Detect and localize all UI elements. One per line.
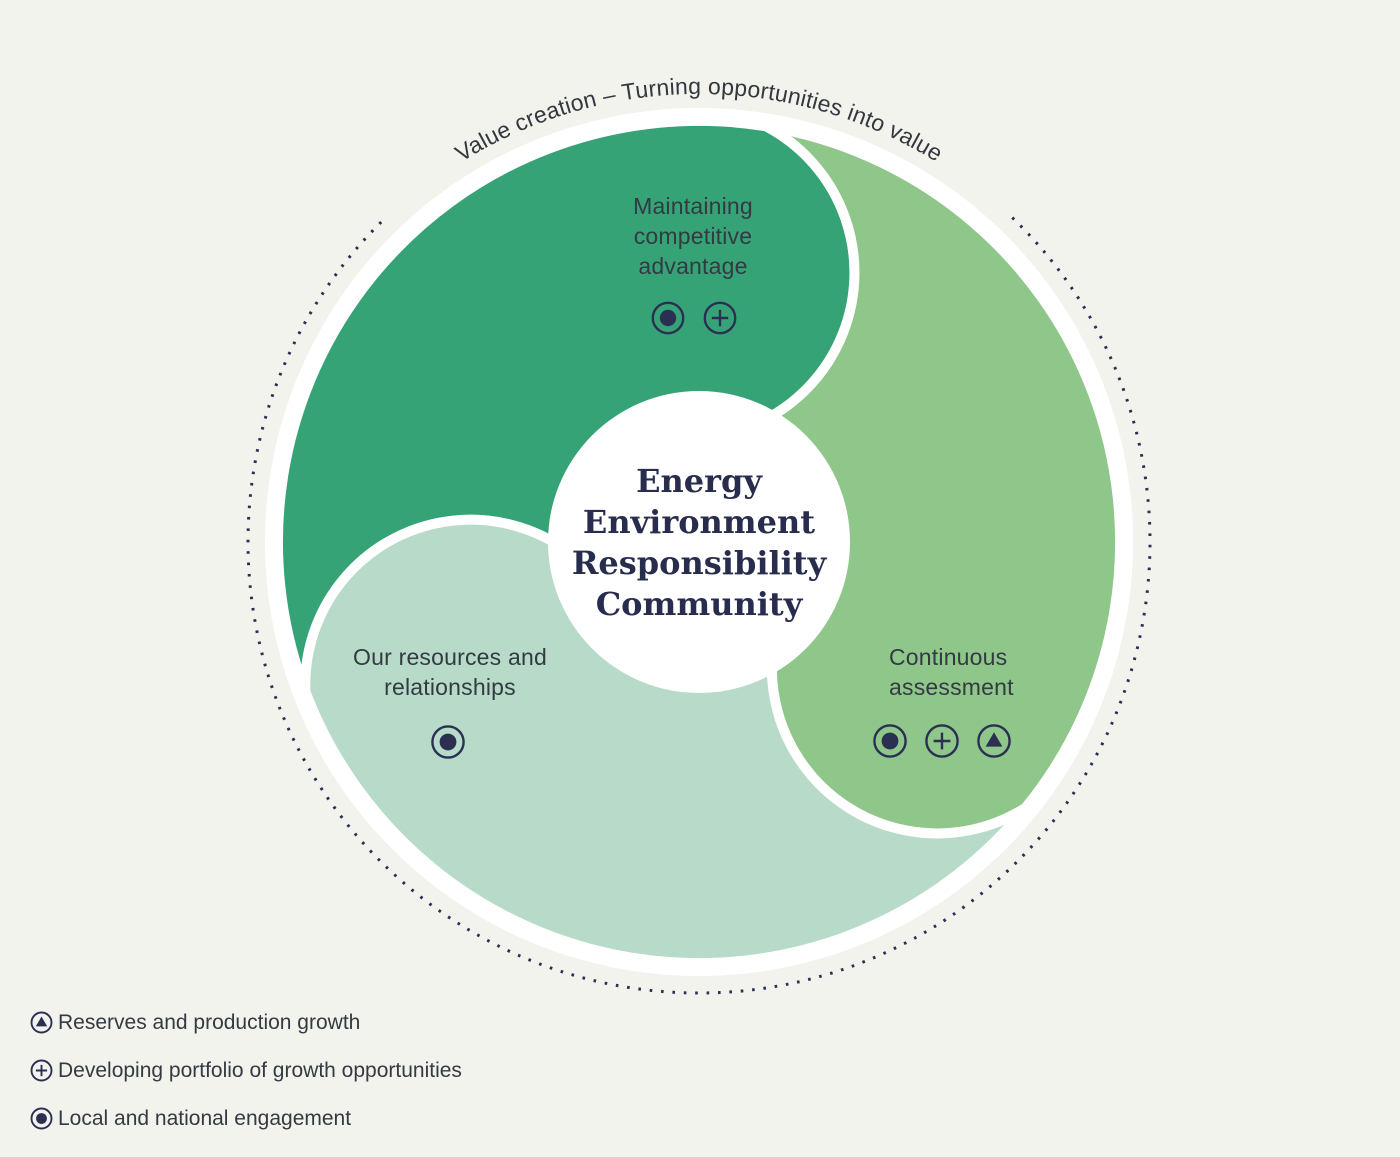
icons-our-resources-and-relationships: [431, 725, 466, 760]
legend-label: Local and national engagement: [58, 1106, 352, 1130]
hub-line-environment: Environment: [582, 503, 816, 541]
dot-icon: [873, 724, 907, 758]
legend-row-developing: Developing portfolio of growth opportuni…: [30, 1059, 462, 1082]
plus-icon: [925, 724, 959, 758]
icons-continuous-assessment: [873, 724, 1012, 759]
hub-line-community: Community: [595, 585, 803, 623]
legend-label: Developing portfolio of growth opportuni…: [58, 1058, 462, 1082]
center-hub-text: Energy Environment Responsibility Commun…: [572, 461, 826, 625]
triangle-icon: [977, 724, 1011, 758]
triangle-icon: [30, 1011, 53, 1034]
dot-icon: [431, 725, 465, 759]
label-maintaining-competitive-advantage: Maintaining competitive advantage: [633, 193, 753, 279]
legend-row-local: Local and national engagement: [30, 1107, 462, 1130]
icons-maintaining-competitive-advantage: [651, 301, 737, 335]
plus-icon: [703, 301, 737, 335]
hub-line-energy: Energy: [636, 462, 762, 500]
dot-icon: [30, 1107, 53, 1130]
dot-icon: [651, 301, 685, 335]
legend-label: Reserves and production growth: [58, 1010, 361, 1034]
legend: Reserves and production growth Developin…: [30, 1011, 462, 1155]
hub-line-responsibility: Responsibility: [571, 544, 827, 582]
center-circle: [548, 391, 850, 693]
legend-row-reserves: Reserves and production growth: [30, 1011, 462, 1034]
plus-icon: [30, 1059, 53, 1082]
label-our-resources-and-relationships: Our resources and relationships: [353, 644, 547, 700]
label-continuous-assessment: Continuous assessment: [889, 644, 1014, 700]
